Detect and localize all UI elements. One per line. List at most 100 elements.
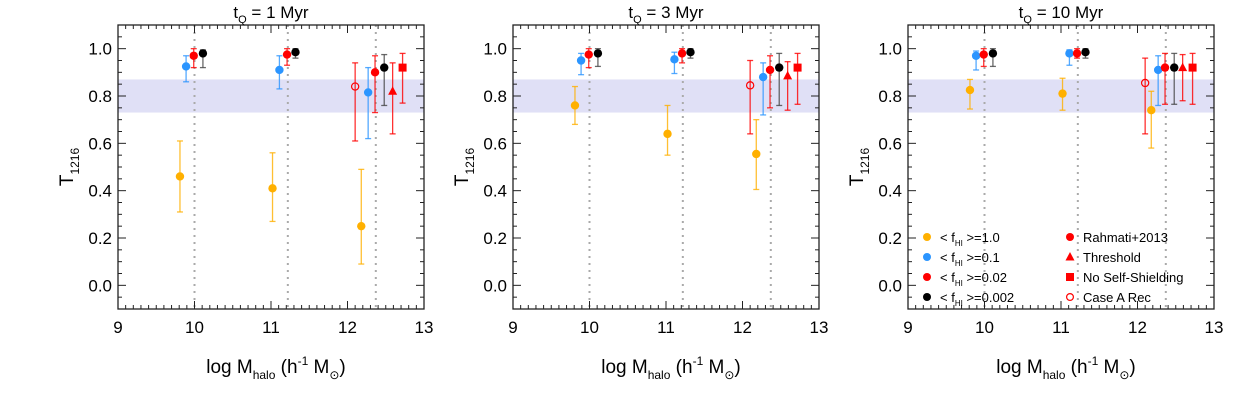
marker-circle xyxy=(370,68,380,77)
x-tick-label: 11 xyxy=(657,318,675,337)
legend: < fHI >=1.0 < fHI >=0.1 < fHI >=0.02 < fHI … xyxy=(923,230,1183,308)
marker-circle xyxy=(1066,233,1074,241)
marker-circle xyxy=(1147,106,1156,115)
marker-circle xyxy=(1160,63,1170,72)
y-tick-label: 1.0 xyxy=(483,40,507,59)
series-threshold xyxy=(1178,53,1188,102)
marker-circle xyxy=(923,293,931,301)
y-tick-label: 0.8 xyxy=(878,87,902,106)
marker-circle xyxy=(275,65,284,75)
y-axis-label: T1216 xyxy=(57,148,82,187)
marker-circle xyxy=(677,49,687,58)
marker-open-circle xyxy=(1140,78,1150,88)
marker-square xyxy=(398,63,407,72)
marker-square xyxy=(793,63,802,72)
marker-circle xyxy=(988,49,998,58)
marker-circle xyxy=(291,48,300,57)
series-case-a-rec xyxy=(350,62,360,142)
y-tick-label: 0.0 xyxy=(483,276,507,295)
marker-circle xyxy=(979,50,988,59)
series-case-a-rec xyxy=(745,59,755,135)
series--fhi-0.1 xyxy=(181,55,373,140)
series--fhi-0.1 xyxy=(971,49,1163,107)
marker-circle xyxy=(670,55,679,64)
legend-entry: < fHI >=0.02 xyxy=(940,270,1007,288)
series-case-a-rec xyxy=(1140,57,1150,135)
marker-circle xyxy=(268,184,277,193)
marker-circle xyxy=(765,65,775,75)
legend-entry: Case A Rec xyxy=(1083,290,1151,305)
x-tick-label: 10 xyxy=(580,318,599,337)
legend-entry: Threshold xyxy=(1083,250,1141,265)
marker-circle xyxy=(663,129,672,139)
legend-entry: < fHI >=0.002 xyxy=(940,290,1014,308)
series--fhi-0.002 xyxy=(198,48,389,107)
legend-entry: < fHI >=0.1 xyxy=(940,250,1000,268)
marker-open-circle xyxy=(1065,293,1074,302)
marker-circle xyxy=(1081,48,1090,57)
series--fhi-0.002 xyxy=(988,48,1179,105)
series-no-self-shielding xyxy=(793,52,802,105)
panel-title: tQ = 1 Myr xyxy=(233,3,309,26)
shaded-band xyxy=(513,79,819,113)
panel-title: tQ = 3 Myr xyxy=(628,3,704,26)
marker-circle xyxy=(380,63,389,72)
y-tick-label: 0.4 xyxy=(878,182,902,201)
marker-circle xyxy=(357,221,366,231)
y-tick-label: 0.4 xyxy=(88,182,112,201)
x-tick-label: 12 xyxy=(338,318,357,337)
plot-frame xyxy=(117,24,425,310)
x-tick-label: 10 xyxy=(975,318,994,337)
marker-square xyxy=(1066,273,1074,281)
marker-triangle xyxy=(388,86,398,95)
legend-entry: < fHI >=1.0 xyxy=(940,230,1000,248)
series-threshold xyxy=(388,62,398,135)
x-tick-label: 10 xyxy=(185,318,204,337)
marker-circle xyxy=(923,273,931,281)
marker-triangle xyxy=(783,70,793,80)
x-tick-label: 9 xyxy=(113,318,122,337)
marker-circle xyxy=(923,233,931,241)
marker-open-circle xyxy=(745,81,755,90)
marker-circle xyxy=(1170,63,1179,72)
marker-square xyxy=(1188,63,1197,72)
marker-circle xyxy=(181,62,191,71)
x-axis-label: log Mhalo (h-1 M⊙) xyxy=(996,354,1136,382)
shaded-band xyxy=(118,79,424,113)
x-tick-label: 13 xyxy=(1205,318,1224,337)
series--fhi-0.02 xyxy=(979,48,1170,105)
panel-title: tQ = 10 Myr xyxy=(1019,3,1104,26)
y-tick-label: 0.2 xyxy=(483,229,507,248)
y-axis-label: T1216 xyxy=(452,148,477,187)
marker-triangle xyxy=(1065,252,1075,261)
series--fhi-0.002 xyxy=(593,48,784,107)
y-tick-label: 0.6 xyxy=(878,134,902,153)
marker-triangle xyxy=(1178,62,1188,72)
marker-circle xyxy=(758,72,768,82)
x-tick-label: 12 xyxy=(733,318,752,337)
marker-circle xyxy=(282,50,292,59)
marker-circle xyxy=(752,149,761,159)
x-tick-label: 13 xyxy=(415,318,434,337)
y-tick-label: 0.2 xyxy=(878,229,902,248)
marker-circle xyxy=(593,49,603,58)
x-tick-label: 12 xyxy=(1128,318,1147,337)
marker-circle xyxy=(1072,49,1082,58)
series--fhi-1.0 xyxy=(965,77,1156,149)
marker-open-circle xyxy=(350,82,360,91)
x-tick-label: 11 xyxy=(1052,318,1070,337)
legend-entry: Rahmati+2013 xyxy=(1083,230,1168,245)
marker-circle xyxy=(1058,89,1067,98)
marker-circle xyxy=(584,50,593,59)
series--fhi-0.02 xyxy=(584,48,775,109)
y-tick-label: 1.0 xyxy=(878,40,902,59)
y-tick-label: 0.0 xyxy=(88,276,112,295)
marker-circle xyxy=(971,51,981,60)
series--fhi-0.02 xyxy=(189,48,380,114)
marker-circle xyxy=(686,48,695,57)
series--fhi-1.0 xyxy=(570,85,761,191)
